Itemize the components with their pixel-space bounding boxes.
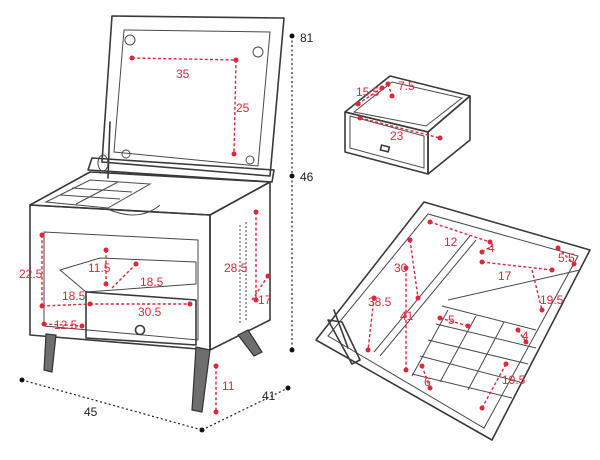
interior-plan — [315, 201, 591, 441]
label-height-body: 46 — [300, 170, 314, 184]
dimension-labels: 35 25 81 46 22.5 11.5 18.5 18.5 30.5 12.… — [19, 31, 575, 419]
label-comp-f: 5 — [448, 313, 455, 327]
label-mirror-width: 35 — [176, 67, 190, 81]
label-inner-depth-b: 18.5 — [62, 289, 86, 303]
label-side-height: 28.5 — [224, 261, 248, 275]
label-height-total: 81 — [300, 31, 314, 45]
label-leg-height: 11 — [222, 379, 235, 393]
label-lid-side: 38.5 — [368, 295, 392, 309]
label-tray-height: 7.5 — [398, 79, 415, 93]
label-comp-a: 12 — [444, 235, 458, 249]
label-side-depth: 17 — [258, 293, 272, 307]
tray-dimensions — [355, 81, 443, 141]
label-tray-depth: 15.5 — [356, 85, 380, 99]
label-upper-gap: 11.5 — [88, 261, 111, 275]
label-comp-g: 4 — [522, 329, 529, 343]
label-shelf-inner-height: 22.5 — [19, 267, 43, 281]
label-drawer-low: 12.5 — [54, 318, 78, 332]
label-comp-h: 6 — [424, 375, 431, 389]
label-tray-width: 23 — [390, 129, 404, 143]
label-comp-b: 4 — [488, 241, 495, 255]
vanity-dimensions — [39, 55, 271, 415]
label-comp-d: 5.5 — [558, 251, 575, 265]
tray-drawing — [344, 75, 471, 175]
label-width-total: 45 — [84, 405, 98, 419]
label-drawer-width: 30.5 — [138, 305, 162, 319]
vanity-cabinet — [29, 15, 285, 413]
label-comp-c: 17 — [498, 269, 512, 283]
label-lid-outer: 30 — [394, 261, 408, 275]
overall-dimensions — [19, 33, 295, 433]
label-inner-depth-a: 18.5 — [140, 275, 164, 289]
label-comp-i: 19.5 — [502, 373, 526, 387]
interior-dimensions — [365, 219, 577, 411]
label-mirror-height: 25 — [236, 101, 250, 115]
label-depth-total: 41 — [262, 389, 276, 403]
label-lid-long: 41 — [400, 309, 414, 323]
label-comp-e: 19.5 — [540, 293, 564, 307]
